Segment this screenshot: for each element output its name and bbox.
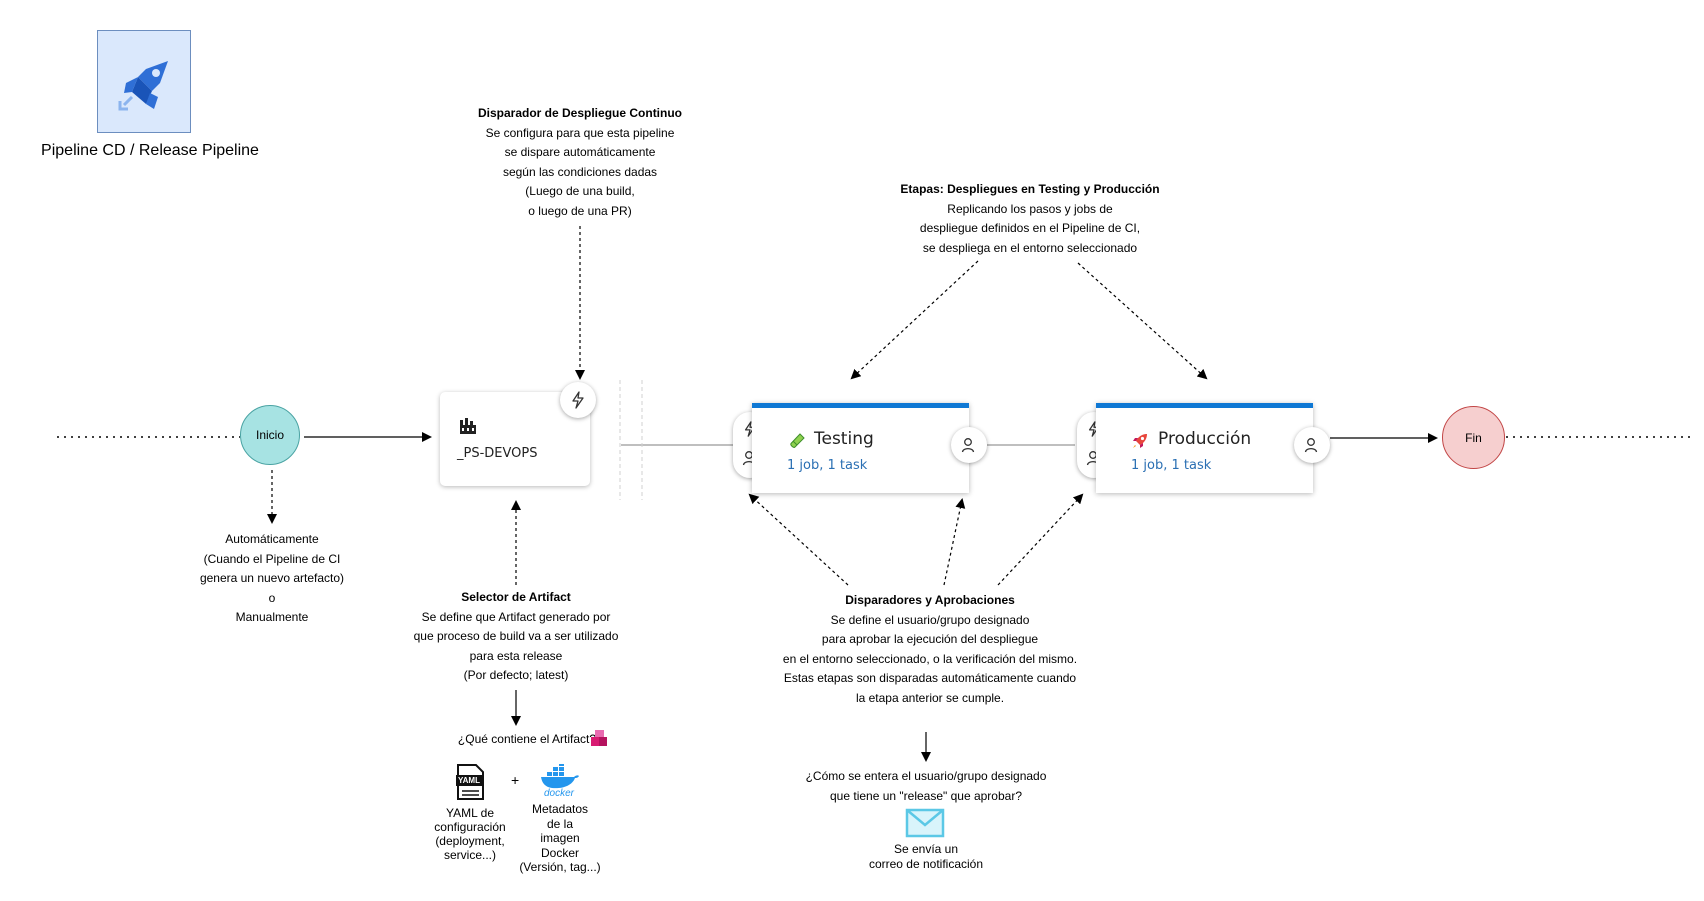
docker-whale-icon — [541, 764, 579, 789]
release-pipeline-rocket-icon — [118, 61, 168, 111]
trigger-note-line: según las condiciones dadas — [502, 164, 658, 179]
yaml-caption-line: YAML de — [445, 806, 495, 820]
test-tube-icon — [790, 433, 805, 448]
stages-note-line: despliegue definidos en el Pipeline de C… — [919, 221, 1141, 235]
trigger-note: Disparador de Despliegue Continuo Se con… — [430, 104, 730, 221]
stage-card-produccion[interactable]: Producción 1 job, 1 task — [1096, 403, 1313, 493]
rocket-icon — [1133, 434, 1147, 448]
stages-note-title: Etapas: Despliegues en Testing y Producc… — [900, 182, 1160, 196]
notification-question-line: ¿Cómo se entera el usuario/grupo designa… — [805, 769, 1047, 783]
notification-answer-line: correo de notificación — [868, 856, 984, 871]
docker-caption-line: de la — [546, 816, 574, 831]
start-note-line: Automáticamente — [225, 532, 319, 546]
docker-caption-line: (Versión, tag...) — [519, 860, 601, 874]
stage-summary: 1 job, 1 task — [1131, 458, 1212, 473]
lightning-trigger-icon — [744, 421, 756, 437]
approvals-note-line: Se define el usuario/grupo designado — [830, 612, 1030, 627]
trigger-note-line: o luego de una PR) — [528, 203, 632, 218]
stage-summary: 1 job, 1 task — [787, 458, 868, 473]
approvals-arrow-produccion-pre — [997, 493, 1084, 586]
mail-envelope-icon — [905, 808, 945, 838]
docker-caption: Metadatos de la imagen Docker (Versión, … — [506, 802, 614, 875]
artifact-selector-note: Selector de Artifact Se define que Artif… — [390, 588, 642, 686]
approver-person-icon — [961, 438, 975, 453]
inicio-node[interactable]: Inicio — [240, 405, 300, 465]
approvals-note-line: para aprobar la ejecución del despliegue — [821, 632, 1039, 646]
stage-name: Testing — [814, 429, 874, 449]
artifact-selector-title: Selector de Artifact — [461, 590, 571, 604]
artifact-package-icon — [591, 730, 607, 746]
approvals-arrow-testing-post — [943, 498, 966, 586]
docker-icon-label: docker — [543, 788, 574, 799]
build-factory-icon — [460, 418, 476, 434]
stages-note-line: Replicando los pasos y jobs de — [947, 201, 1113, 216]
trigger-note-line: (Luego de una build, — [525, 184, 635, 198]
plus-sign: + — [511, 772, 520, 788]
stage-card-testing[interactable]: Testing 1 job, 1 task — [752, 403, 969, 493]
artifact-selector-line: (Por defecto; latest) — [463, 668, 569, 682]
yaml-caption: YAML de configuración (deployment, servi… — [420, 806, 520, 862]
trigger-note-line: Se configura para que esta pipeline — [485, 125, 675, 140]
docker-caption-line: imagen — [540, 831, 580, 845]
yaml-file-icon — [456, 764, 484, 800]
fin-node[interactable]: Fin — [1442, 406, 1505, 469]
lightning-trigger-icon — [572, 391, 584, 409]
artifact-selector-line: para esta release — [469, 648, 563, 663]
produccion-post-approvals-button[interactable] — [1294, 427, 1330, 463]
stages-note: Etapas: Despliegues en Testing y Producc… — [850, 180, 1210, 258]
notification-answer-line: Se envía un — [893, 842, 959, 856]
approver-person-icon — [1304, 438, 1318, 453]
lightning-trigger-icon — [1088, 421, 1100, 437]
yaml-icon-label: YAML — [458, 776, 480, 785]
artifact-selector-line: que proceso de build va a ser utilizado — [413, 629, 619, 643]
pipeline-title: Pipeline CD / Release Pipeline — [41, 142, 259, 159]
docker-caption-line: Metadatos — [531, 802, 589, 816]
approvals-arrow-testing-pre — [748, 493, 849, 586]
testing-post-approvals-button[interactable] — [951, 427, 987, 463]
start-note-line: Manualmente — [235, 610, 309, 624]
start-note: Automáticamente (Cuando el Pipeline de C… — [172, 530, 372, 628]
approvals-note-line: en el entorno seleccionado, o la verific… — [782, 651, 1078, 666]
approvals-note: Disparadores y Aprobaciones Se define el… — [740, 591, 1120, 708]
artifact-selector-line: Se define que Artifact generado por — [421, 609, 611, 624]
continuous-deployment-trigger-button[interactable] — [560, 382, 596, 418]
trigger-note-title: Disparador de Despliegue Continuo — [477, 106, 683, 120]
notification-question: ¿Cómo se entera el usuario/grupo designa… — [766, 767, 1086, 806]
docker-caption-line: Docker — [540, 845, 579, 860]
stages-note-arrow-produccion — [1077, 262, 1208, 380]
yaml-caption-line: configuración — [434, 820, 506, 834]
yaml-caption-line: service...) — [443, 848, 496, 862]
start-note-line: genera un nuevo artefacto) — [199, 571, 345, 585]
yaml-caption-line: (deployment, — [435, 834, 505, 848]
notification-answer: Se envía un correo de notificación — [826, 842, 1026, 871]
start-note-line: o — [268, 590, 276, 605]
start-note-line: (Cuando el Pipeline de CI — [203, 551, 341, 566]
approvals-note-line: Estas etapas son disparadas automáticame… — [783, 671, 1077, 685]
stages-note-arrow-testing — [850, 260, 979, 380]
artifact-name: _PS-DEVOPS — [457, 446, 538, 461]
approvals-note-line: la etapa anterior se cumple. — [855, 690, 1005, 705]
stages-note-line: se despliega en el entorno seleccionado — [922, 240, 1138, 255]
stage-name: Producción — [1158, 429, 1252, 449]
pipeline-logo — [97, 30, 191, 133]
artifact-contents-question: ¿Qué contiene el Artifact? — [457, 732, 596, 746]
trigger-note-line: se dispare automáticamente — [504, 145, 656, 159]
approvals-note-title: Disparadores y Aprobaciones — [845, 593, 1015, 607]
notification-question-line: que tiene un "release" que aprobar? — [830, 788, 1022, 803]
